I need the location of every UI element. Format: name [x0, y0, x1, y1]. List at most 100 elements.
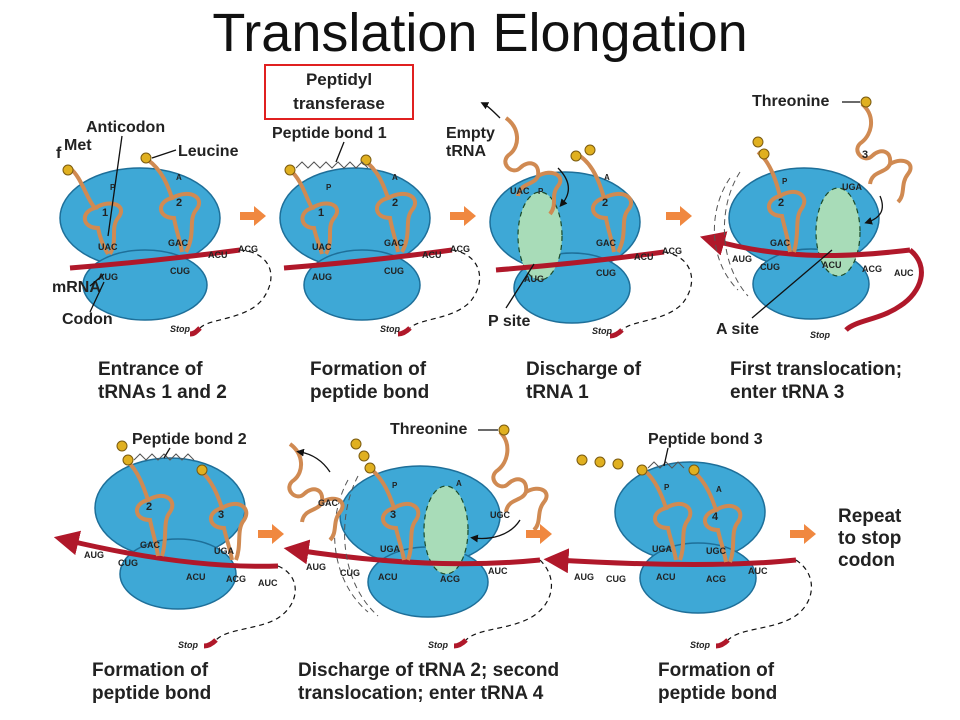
codon-label: CUG: [170, 266, 190, 276]
trna-number: 2: [778, 197, 784, 209]
caption-line: Discharge of: [526, 359, 642, 380]
mrna-tail: [844, 248, 924, 332]
caption-line: Entrance of: [98, 359, 203, 380]
pointer-line: [89, 273, 105, 287]
stop-label: Stop: [428, 640, 448, 650]
label-codon: Codon: [62, 311, 113, 328]
amino-acid: [364, 462, 376, 474]
trna-number: 2: [176, 197, 182, 209]
anticodon-label: UAC: [98, 242, 118, 252]
codon-label: ACU: [186, 572, 206, 582]
pointer-line: [163, 447, 171, 459]
mrna-strand: [69, 247, 241, 271]
translocation-dashes: [334, 479, 369, 613]
mrna-tail: [727, 559, 812, 641]
translocation-dashes: [714, 177, 739, 291]
caption-line: tRNAs 1 and 2: [98, 382, 227, 403]
empty-trna: [503, 116, 563, 216]
site-label: P: [110, 183, 116, 192]
label-p-site: P site: [488, 313, 531, 330]
amino-acid: [196, 464, 208, 476]
stop-label: Stop: [592, 326, 612, 336]
translocation-dashes: [344, 475, 379, 617]
anticodon-label: UAC: [510, 186, 530, 196]
exit-arrow: [480, 102, 501, 119]
label-a-site: A site: [716, 321, 759, 338]
step-arrow: [526, 524, 552, 544]
trna-number: 3: [218, 509, 224, 521]
trna-3: [198, 468, 249, 561]
caption-line: tRNA 1: [526, 382, 589, 403]
panel-3: 2 P A UAC GAC AUG CUG ACU ACG Stop Empty…: [446, 102, 693, 403]
amino-acid-threonine: [860, 96, 872, 108]
trna-2: [362, 158, 417, 253]
codon-label: CUG: [596, 268, 616, 278]
mrna-strand: [53, 530, 279, 569]
amino-acid: [758, 148, 770, 160]
anticodon-label: UGC: [706, 546, 727, 556]
label-peptide-bond-2: Peptide bond 2: [132, 431, 247, 448]
codon-label: ACU: [656, 572, 676, 582]
trna-number: 2: [602, 197, 608, 209]
caption-line: peptide bond: [92, 683, 211, 704]
codon-label: ACU: [634, 252, 654, 262]
codon-label: AUC: [258, 578, 278, 588]
mrna-tail: [621, 251, 693, 331]
trna-number: 2: [146, 501, 152, 513]
trna-4: [491, 430, 549, 532]
caption-line: Discharge of tRNA 2; second: [298, 660, 559, 681]
pointer-line: [751, 249, 833, 319]
label-peptide-bond-1: Peptide bond 1: [272, 125, 387, 142]
trna-number: 1: [102, 207, 108, 219]
label-empty-trna-line2: tRNA: [446, 143, 486, 160]
mrna-strand: [495, 249, 665, 273]
repeat-arrow: [790, 524, 816, 544]
codon-label: ACG: [706, 574, 726, 584]
codon-label: ACU: [208, 250, 228, 260]
panel-7: 4 P A UGA UGC AUG CUG ACU ACG AUC Stop P…: [543, 431, 812, 704]
trna-number: 1: [318, 207, 324, 219]
amino-acid: [752, 136, 764, 148]
amino-acid-met: [62, 164, 74, 176]
panel-2: 1 2 P A UAC GAC AUG CUG ACU ACG Stop Pep…: [272, 125, 481, 403]
entry-arrow: [864, 195, 883, 225]
peptide-bond-zigzag: [295, 161, 369, 169]
codon-label: ACU: [822, 260, 842, 270]
pointer-line: [663, 447, 669, 467]
step-arrow: [258, 524, 284, 544]
codon-label: AUG: [574, 572, 594, 582]
trna-3: [855, 102, 913, 204]
label-threonine: Threonine: [752, 93, 829, 110]
site-label: P: [538, 187, 544, 196]
trna-2: [756, 150, 807, 253]
exit-arrow: [557, 167, 569, 207]
label-f: f: [56, 145, 62, 162]
pointer-line: [89, 281, 105, 313]
trna-1: [68, 166, 124, 256]
step-arrow: [450, 206, 476, 226]
caption-line: Formation of: [92, 660, 209, 681]
anticodon-label: UAC: [312, 242, 332, 252]
peptide-bond-zigzag: [133, 453, 195, 461]
caption-line: peptide bond: [310, 382, 429, 403]
trna-3: [642, 468, 693, 561]
peptidyl-transferase-callout: Peptidyl transferase: [264, 64, 414, 120]
panel-1: 1 2 P A UAC GAC AUG CUG ACU ACG Stop Ant…: [52, 119, 272, 403]
ribosome-small-subunit: [82, 249, 208, 321]
site-label: P: [392, 481, 398, 490]
trna-1: [288, 168, 340, 255]
codon-label: ACU: [378, 572, 398, 582]
caption-line: translocation; enter tRNA 4: [298, 683, 544, 704]
site-label: P: [782, 177, 788, 186]
stop-label: Stop: [178, 640, 198, 650]
anticodon-label: GAC: [168, 238, 189, 248]
codon-label: AUC: [748, 566, 768, 576]
trna-2: [146, 158, 201, 253]
anticodon-label: GAC: [384, 238, 405, 248]
step-arrow: [666, 206, 692, 226]
codon-label: AUG: [84, 550, 104, 560]
peptide-bond-zigzag: [647, 461, 685, 469]
amino-acid-threonine: [498, 424, 510, 436]
amino-acid: [688, 464, 700, 476]
anticodon-label: UGA: [842, 182, 863, 192]
